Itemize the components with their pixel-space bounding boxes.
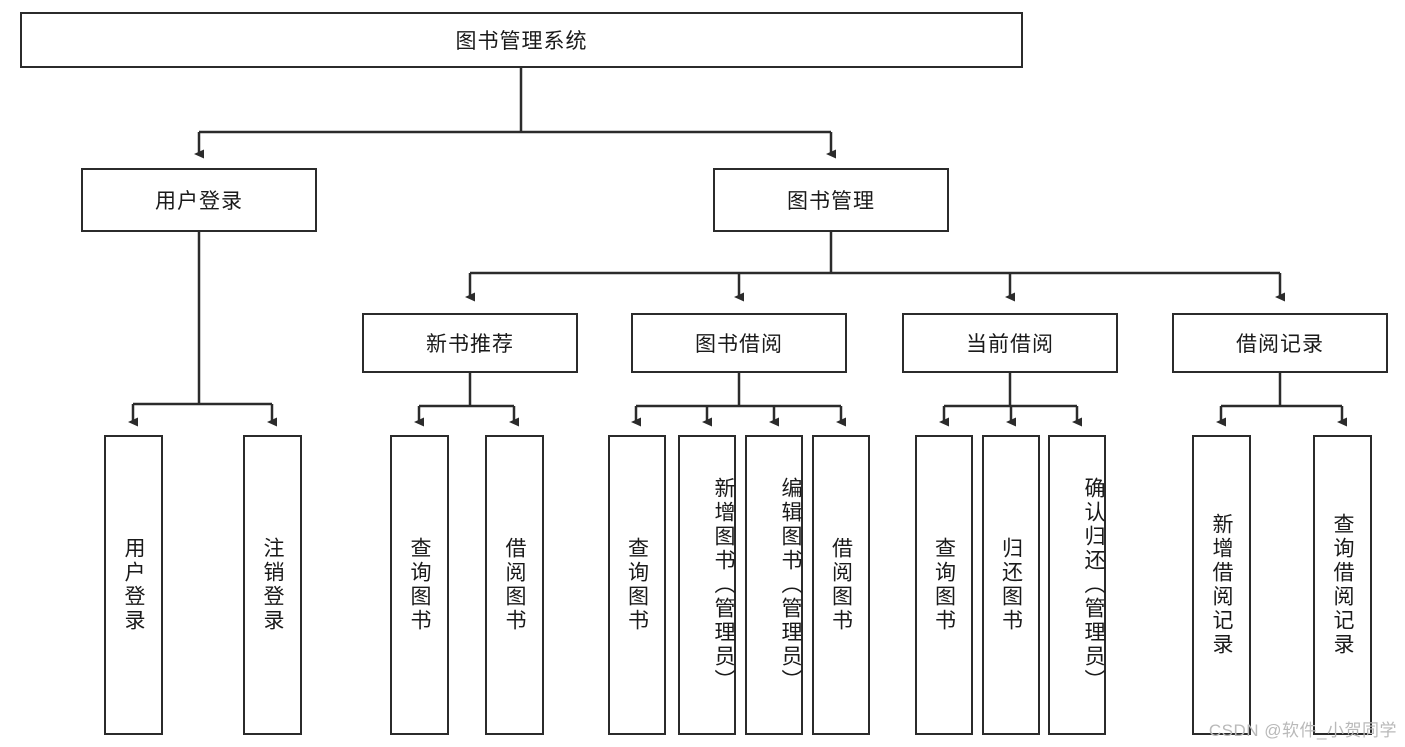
node-label: 注销登录: [261, 537, 284, 633]
node-label: 确认归还（管理员）: [1082, 477, 1105, 693]
node-label: 图书管理: [787, 190, 875, 213]
node-label: 借阅记录: [1236, 333, 1324, 356]
node-label: 查询图书: [625, 537, 649, 633]
node-label: 图书借阅: [695, 333, 783, 356]
node-label: 用户登录: [122, 537, 145, 633]
node-label: 新书推荐: [426, 333, 514, 356]
node-user-login[interactable]: 用户登录: [81, 168, 317, 232]
node-borrow-record[interactable]: 借阅记录: [1172, 313, 1388, 373]
node-label: 借阅图书: [503, 537, 526, 633]
node-leaf-user-login[interactable]: 用户登录: [104, 435, 163, 735]
node-label: 当前借阅: [966, 333, 1054, 356]
node-label: 编辑图书（管理员）: [779, 477, 802, 693]
node-current-borrow[interactable]: 当前借阅: [902, 313, 1118, 373]
node-leaf-query-book-recommend[interactable]: 查询图书: [390, 435, 449, 735]
node-label: 新增图书（管理员）: [712, 477, 735, 693]
node-leaf-add-book-admin[interactable]: 新增图书（管理员）: [678, 435, 736, 735]
node-leaf-query-borrow-record[interactable]: 查询借阅记录: [1313, 435, 1372, 735]
node-leaf-confirm-return-admin[interactable]: 确认归还（管理员）: [1048, 435, 1106, 735]
node-leaf-borrow-book[interactable]: 借阅图书: [812, 435, 870, 735]
node-leaf-query-book-current[interactable]: 查询图书: [915, 435, 973, 735]
node-book-borrow[interactable]: 图书借阅: [631, 313, 847, 373]
node-label: 查询借阅记录: [1331, 513, 1354, 657]
node-label: 查询图书: [408, 537, 431, 633]
node-leaf-return-book[interactable]: 归还图书: [982, 435, 1040, 735]
node-label: 用户登录: [155, 190, 243, 213]
node-leaf-edit-book-admin[interactable]: 编辑图书（管理员）: [745, 435, 803, 735]
node-book-management[interactable]: 图书管理: [713, 168, 949, 232]
node-label: 借阅图书: [829, 537, 853, 633]
node-leaf-add-borrow-record[interactable]: 新增借阅记录: [1192, 435, 1251, 735]
watermark-text: CSDN @软件_小贺同学: [1208, 721, 1397, 740]
node-new-book-recommend[interactable]: 新书推荐: [362, 313, 578, 373]
node-label: 查询图书: [932, 537, 956, 633]
node-label: 归还图书: [999, 537, 1023, 633]
node-label: 图书管理系统: [455, 30, 588, 53]
node-leaf-query-book-borrow[interactable]: 查询图书: [608, 435, 666, 735]
node-label: 新增借阅记录: [1210, 513, 1233, 657]
node-leaf-logout[interactable]: 注销登录: [243, 435, 302, 735]
node-leaf-borrow-book-recommend[interactable]: 借阅图书: [485, 435, 544, 735]
node-root-system[interactable]: 图书管理系统: [20, 12, 1023, 68]
